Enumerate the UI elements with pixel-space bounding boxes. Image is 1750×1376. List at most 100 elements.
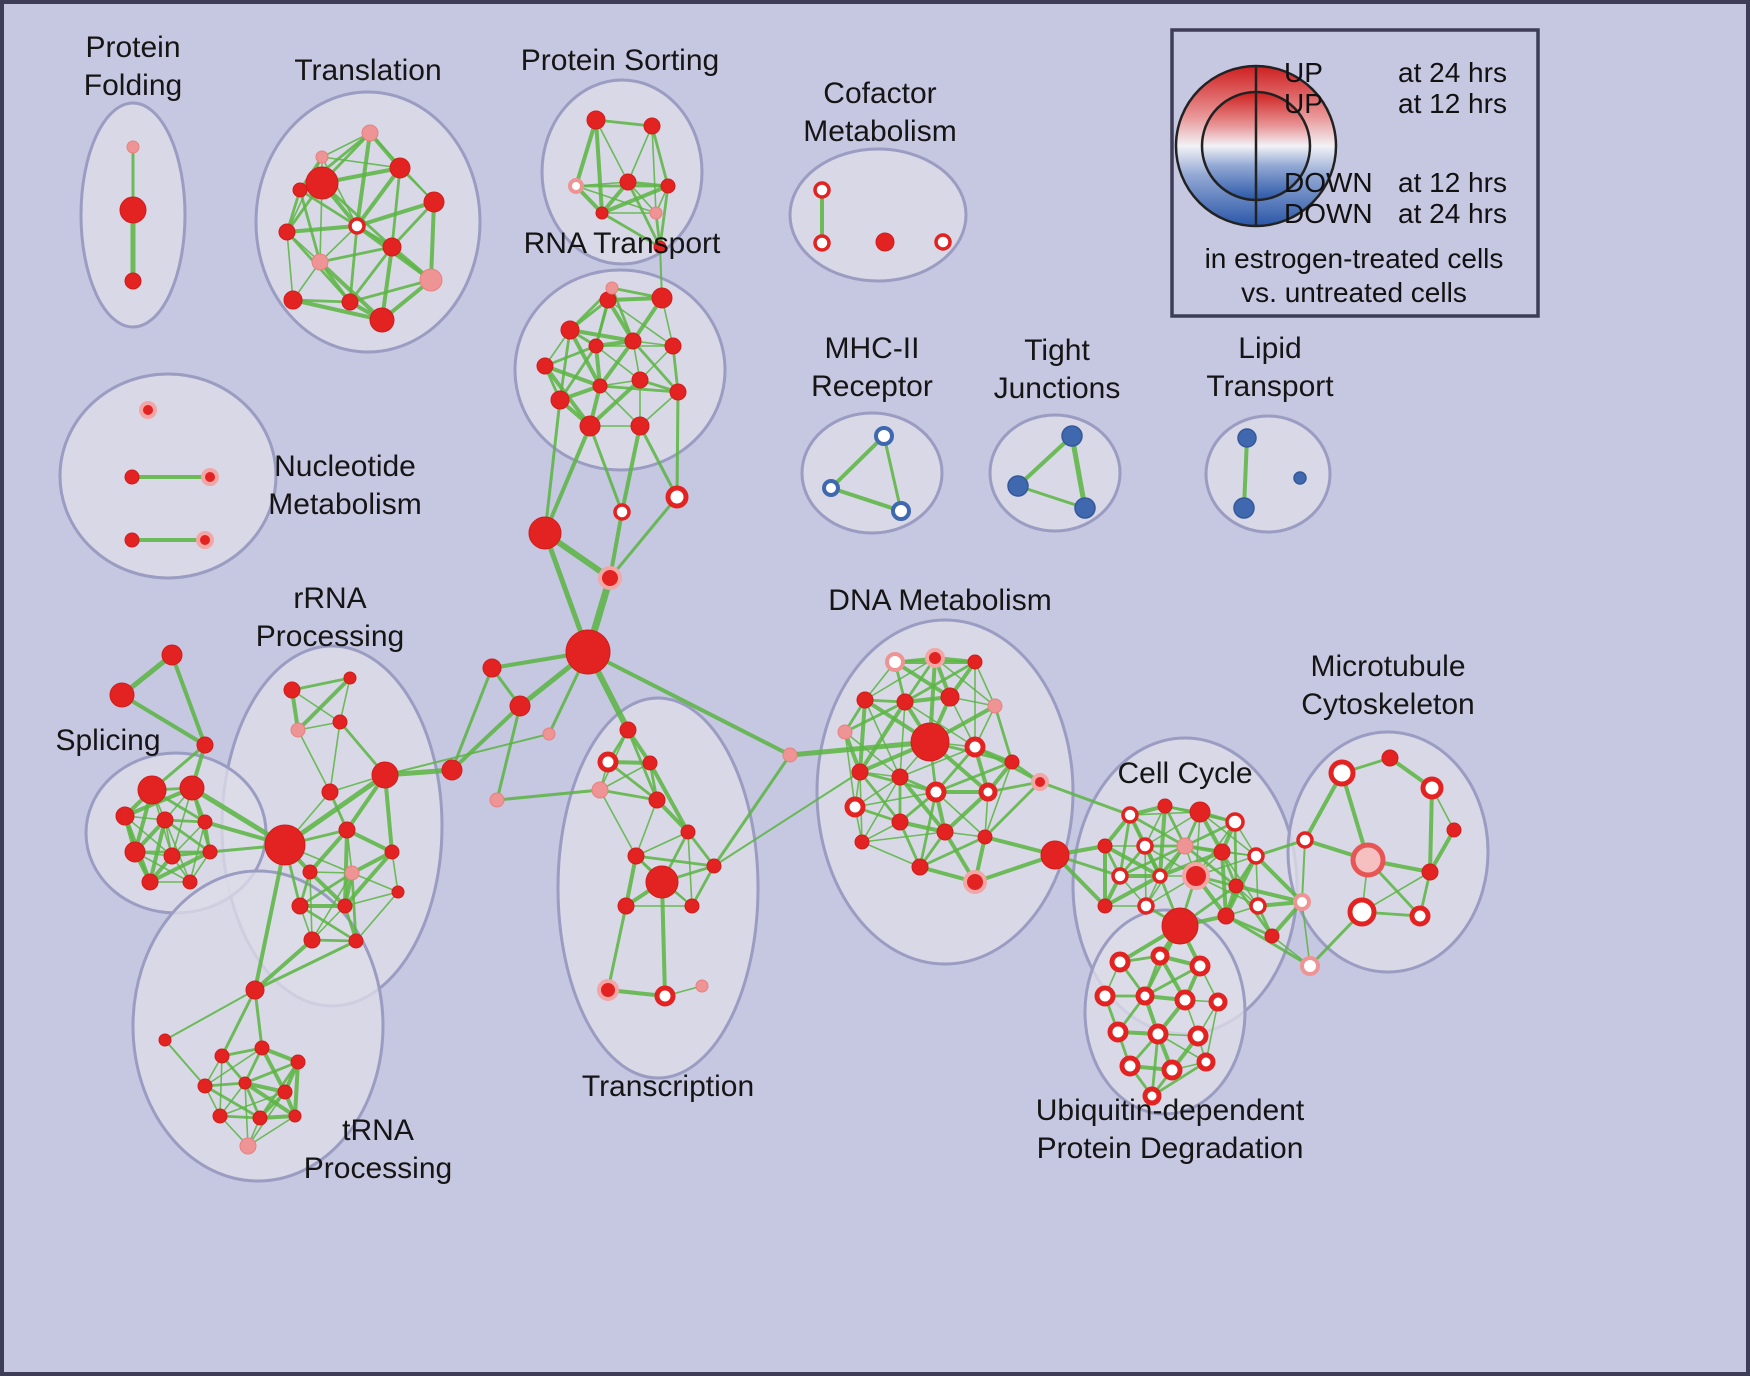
node-lt1 xyxy=(1237,428,1257,448)
edge-rr6-tn1 xyxy=(253,843,287,992)
edge-rt4-rt9 xyxy=(543,364,602,388)
node-rt9 xyxy=(592,378,608,394)
node-dn5 xyxy=(896,693,914,711)
node-sx1 xyxy=(613,503,631,521)
edge-rt13-sx2 xyxy=(638,424,679,499)
node-rt13 xyxy=(630,416,650,436)
node-mh2 xyxy=(822,479,840,497)
edge-ub7-ub13 xyxy=(1205,1001,1219,1063)
edge-tn7-tn12 xyxy=(244,1082,249,1147)
node-cc13 xyxy=(1228,878,1244,894)
node-cc7 xyxy=(1176,837,1194,855)
node-dn17 xyxy=(891,813,909,831)
edge-rt12-sx3 xyxy=(543,424,592,535)
edge-sx5-sx11 xyxy=(586,650,792,757)
node-ps8 xyxy=(653,240,667,254)
node-rr8 xyxy=(338,821,356,839)
edge-rt8-sx3 xyxy=(543,398,562,535)
node-nm4 xyxy=(124,532,140,548)
node-rr7 xyxy=(321,783,339,801)
node-cc14 xyxy=(1097,898,1113,914)
node-rt11 xyxy=(669,383,687,401)
legend-time-2: at 12 hrs xyxy=(1398,167,1507,198)
node-pf3 xyxy=(124,272,142,290)
node-ub11 xyxy=(1119,1055,1141,1077)
node-rt7 xyxy=(664,337,682,355)
edge-tj2-tj3 xyxy=(1016,484,1087,510)
node-cc6 xyxy=(1136,837,1154,855)
edge-rr10-rr16 xyxy=(351,872,399,893)
node-rr16 xyxy=(391,885,405,899)
node-rt12 xyxy=(579,415,601,437)
node-ub13 xyxy=(1196,1052,1216,1072)
edge-dn20-dn22 xyxy=(861,841,921,868)
edge-tn8-tn9 xyxy=(219,1091,286,1117)
legend-direction-1: UP xyxy=(1284,88,1323,119)
node-spl9 xyxy=(141,873,159,891)
edge-rr12-rr15 xyxy=(343,850,394,908)
edge-cc11-cc14 xyxy=(1103,874,1162,908)
edge-cc3-cc6 xyxy=(1144,811,1201,847)
legend-footer-line-1: vs. untreated cells xyxy=(1241,277,1467,308)
edge-tj1-tj2 xyxy=(1016,434,1074,488)
edge-rr8-rr12 xyxy=(343,828,349,908)
node-ps3 xyxy=(568,178,584,194)
edge-tl7-tl14 xyxy=(298,188,322,264)
node-sg2 xyxy=(109,682,135,708)
node-tx9 xyxy=(654,985,676,1007)
edge-tl7-tl12 xyxy=(318,260,384,322)
legend-direction-0: UP xyxy=(1284,57,1323,88)
node-sx4 xyxy=(598,566,622,590)
cluster-label-splicing: Splicing xyxy=(55,724,160,757)
edge-tn2-tn6 xyxy=(164,1039,206,1087)
edge-ps2-ps5 xyxy=(650,124,670,188)
node-tn1 xyxy=(245,980,265,1000)
edge-tl3-tl8 xyxy=(390,166,402,249)
node-tn9 xyxy=(212,1108,228,1124)
edge-rr1-rr4 xyxy=(291,689,341,723)
edge-tx5-tx9 xyxy=(660,880,667,998)
edge-tl3-tl6 xyxy=(355,166,402,228)
edge-dn5-dn12 xyxy=(858,700,907,774)
node-ub7 xyxy=(1208,992,1228,1012)
edge-rr14-tn1 xyxy=(253,939,358,992)
edge-ps5-ps6 xyxy=(600,184,670,215)
node-dn23 xyxy=(1031,773,1049,791)
edge-rt6-rt9 xyxy=(598,339,635,388)
node-tl5 xyxy=(278,223,296,241)
node-dn19 xyxy=(977,829,993,845)
edge-cc20-mc9 xyxy=(1301,839,1306,903)
node-cc3 xyxy=(1189,801,1211,823)
node-sx6 xyxy=(482,658,502,678)
node-spl8 xyxy=(202,844,218,860)
edge-rr13-tn1 xyxy=(253,938,314,992)
edge-dn5-dn10 xyxy=(904,701,976,748)
node-dn11 xyxy=(1004,754,1020,770)
node-tj2 xyxy=(1007,475,1029,497)
edge-spl8-spl9 xyxy=(148,850,212,884)
node-tx4 xyxy=(627,847,645,865)
node-mc7 xyxy=(1347,897,1377,927)
edge-sg1-sg3 xyxy=(170,653,207,747)
node-tn5 xyxy=(290,1054,306,1070)
node-ub6 xyxy=(1174,989,1196,1011)
node-tn6 xyxy=(197,1078,213,1094)
edge-mh2-mh3 xyxy=(829,486,903,513)
edge-rt1-rt6 xyxy=(568,328,635,343)
node-sg1 xyxy=(161,644,183,666)
node-cc2 xyxy=(1157,798,1173,814)
node-tx1 xyxy=(591,781,609,799)
node-mc4 xyxy=(1446,822,1462,838)
cluster-rna-transport xyxy=(513,268,727,472)
edge-rt9-rt11 xyxy=(598,384,680,394)
edge-dn14-dn16 xyxy=(854,791,937,808)
edge-tl10-tl12 xyxy=(291,298,384,322)
node-ps5 xyxy=(660,178,676,194)
node-sx11 xyxy=(782,747,798,763)
edge-dn23-cc1 xyxy=(1038,780,1132,817)
node-mh1 xyxy=(874,426,894,446)
